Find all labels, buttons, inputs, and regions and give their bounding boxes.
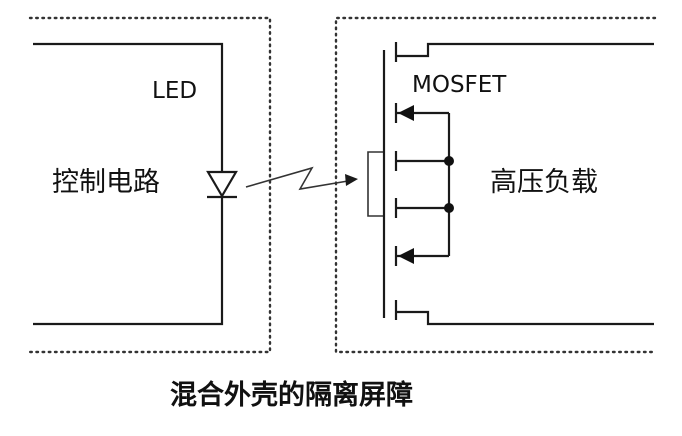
- mosfet-label: MOSFET: [412, 72, 507, 98]
- led-label: LED: [152, 78, 197, 104]
- control-circuit-label: 控制电路: [52, 167, 160, 198]
- control-top-wire: [33, 42, 224, 172]
- mosfet-bottom-terminal: [396, 310, 654, 326]
- control-bottom-wire: [33, 198, 224, 326]
- led-symbol: [206, 170, 238, 199]
- mosfet-top-terminal: [396, 42, 654, 58]
- load-enclosure-border: [334, 16, 657, 354]
- high-voltage-load-label: 高压负载: [490, 167, 598, 198]
- caption: 混合外壳的隔离屏障: [170, 379, 413, 411]
- optical-link-arrow: [245, 166, 358, 191]
- mosfet-gate: [367, 151, 384, 217]
- control-enclosure-border: [28, 16, 272, 354]
- mosfet-body-connections: [396, 105, 454, 264]
